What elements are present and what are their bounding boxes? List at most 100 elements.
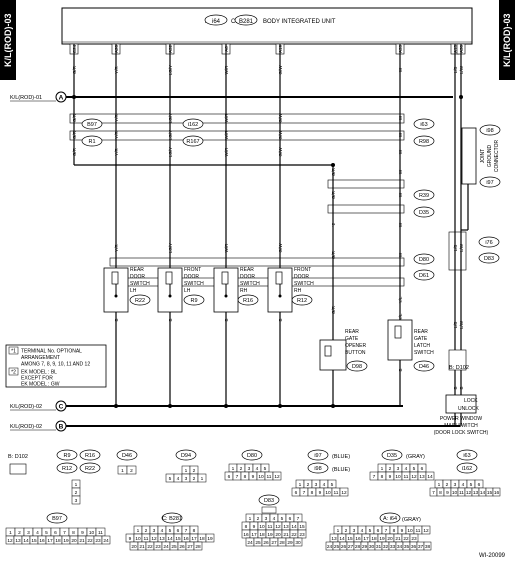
view-b97-bot-pin: 14 (23, 538, 29, 544)
view-b281-r3-cell (193, 541, 203, 551)
joint-ground-connector-box (461, 127, 477, 185)
connector-id: D83 (484, 256, 494, 262)
view-d80-bot-pin: 11 (267, 474, 272, 480)
view-i63-bot-pin: 8 (439, 490, 442, 496)
view-d35-bot-pin: 7 (373, 474, 376, 480)
view-i64-r3-pin: 38 (425, 544, 431, 550)
view-d83-r3-pin: 18 (259, 532, 265, 538)
view-b281-r3-pin: 27 (187, 544, 193, 550)
view-b97-top-pin: 5 (45, 530, 48, 536)
view-i97-top-pin: 4 (323, 482, 326, 488)
front-door-switch-lh-contact (165, 271, 173, 285)
view-i97-oval (307, 449, 329, 461)
ref-b-letter: B (59, 424, 64, 431)
view-b97-top-pin: 3 (27, 530, 30, 536)
view-i97-top-pin: 5 (331, 482, 334, 488)
view-i97-bot-pin: 10 (325, 490, 331, 496)
connector-oval (183, 294, 205, 306)
vertical-wires (73, 44, 469, 426)
view-i97-bot-pin: 8 (311, 490, 314, 496)
connector-bands (69, 113, 467, 371)
connector-id: R39 (419, 193, 429, 199)
view-r12-oval (56, 462, 78, 474)
view-b97-oval (46, 512, 68, 524)
note-2-line-3: EK MODEL : GW (21, 382, 60, 388)
view-d83-r4-pin: 26 (263, 540, 269, 546)
view-i64-r3-pin: 36 (411, 544, 417, 550)
view-i97-bot-pin: 11 (334, 490, 339, 496)
view-i64-r1-pin: 5 (369, 528, 372, 534)
switch-layer: REARDOORSWITCHLHFRONTDOORSWITCHLHREARDOO… (103, 267, 434, 371)
view-d80-bot-cell (272, 471, 282, 481)
view-i64-r3-pin: 30 (369, 544, 375, 550)
view-b281-r3-pin: 28 (195, 544, 201, 550)
view-i64-r2-pin: 17 (363, 536, 369, 542)
connector-oval (478, 236, 500, 248)
view-b281-r2-pin: 9 (129, 536, 132, 542)
view-d83-r1-pin: 6 (289, 516, 292, 522)
view-i64-r2-pin: 21 (395, 536, 401, 542)
view-r-pin3-cell (71, 495, 81, 505)
view-i64-r3-pin: 26 (341, 544, 347, 550)
view-d94-bot-cell (197, 473, 207, 483)
view-i63-bot-pin: 12 (466, 490, 472, 496)
view-d83-r4-pin: 30 (295, 540, 301, 546)
view-i64-r1-pin: 11 (416, 528, 421, 534)
front-door-switch-lh-label: SWITCH (184, 281, 204, 287)
view-d83-r2-pin: 15 (299, 524, 305, 530)
view-i64-r1-pin: 9 (401, 528, 404, 534)
unit-conn-a: i64 (212, 19, 221, 25)
view-i63-top-pin: 1 (438, 482, 441, 488)
view-i63-bot-pin: 16 (494, 490, 500, 496)
view-d83-r4-pin: 29 (287, 540, 293, 546)
view-d102-body (9, 463, 27, 475)
view-i64-r3-pin: 34 (397, 544, 403, 550)
view-b281-r1-pin: 5 (169, 528, 172, 534)
connector-id: i76 (485, 240, 492, 246)
view-i63-top-pin: 3 (454, 482, 457, 488)
view-i64-r3-pin: 25 (334, 544, 340, 550)
view-b97-bot-pin: 24 (103, 538, 109, 544)
view-i162-oval (456, 462, 478, 474)
view-b281-r1-pin: 7 (185, 528, 188, 534)
rear-door-switch-lh-label: SWITCH (130, 281, 150, 287)
view-b97-bot-pin: 12 (7, 538, 13, 544)
view-d80-top-pin: 3 (248, 466, 251, 472)
view-d80-top-pin: 4 (256, 466, 259, 472)
view-b281-r2-pin: 14 (167, 536, 173, 542)
view-d83-r4-pin: 25 (255, 540, 261, 546)
view-d35-bot-pin: 10 (395, 474, 401, 480)
view-d46-pin: 1 (121, 468, 124, 474)
rear-gate-opener-body (319, 339, 347, 371)
view-d35-bot-pin: 9 (389, 474, 392, 480)
connector-id: R16 (243, 298, 253, 304)
view-d83-r3-pin: 23 (299, 532, 305, 538)
view-d83-r3-pin: 21 (283, 532, 289, 538)
view-i64-r3-pin: 24 (327, 544, 333, 550)
view-i64-r3-pin: 28 (355, 544, 361, 550)
note-1-line-2: ARRANGEMENT (21, 355, 60, 361)
view-i63-bot-pin: 11 (459, 490, 464, 496)
view-d83-r2-pin: 11 (268, 524, 273, 530)
view-d35-bot-pin: 12 (411, 474, 417, 480)
view-b281-r2-pin: 11 (144, 536, 149, 542)
ref-a-letter: A (59, 95, 64, 102)
view-i63-oval (456, 449, 478, 461)
view-d94-bot-pin: 5 (169, 476, 172, 482)
view-i64-r3-pin: 32 (383, 544, 389, 550)
view-r22-oval (79, 462, 101, 474)
connector-oval (479, 124, 501, 136)
view-b281-r3-pin: 23 (155, 544, 161, 550)
rear-gate-opener-label: REAR (345, 329, 359, 335)
view-d83-r3-pin: 20 (275, 532, 281, 538)
view-b97-top-pin: 11 (98, 530, 103, 536)
connector-oval (413, 118, 435, 130)
view-d94-bot-pin: 1 (201, 476, 204, 482)
view-d94-top-pin: 1 (185, 468, 188, 474)
rear-door-switch-lh-contact (111, 271, 119, 285)
view-b97-bot-pin: 13 (15, 538, 21, 544)
note-2-line-2: EXCEPT FOR (21, 376, 53, 382)
view-i97-bot-cell (339, 487, 349, 497)
rear-gate-opener-label: GATE (345, 336, 359, 342)
